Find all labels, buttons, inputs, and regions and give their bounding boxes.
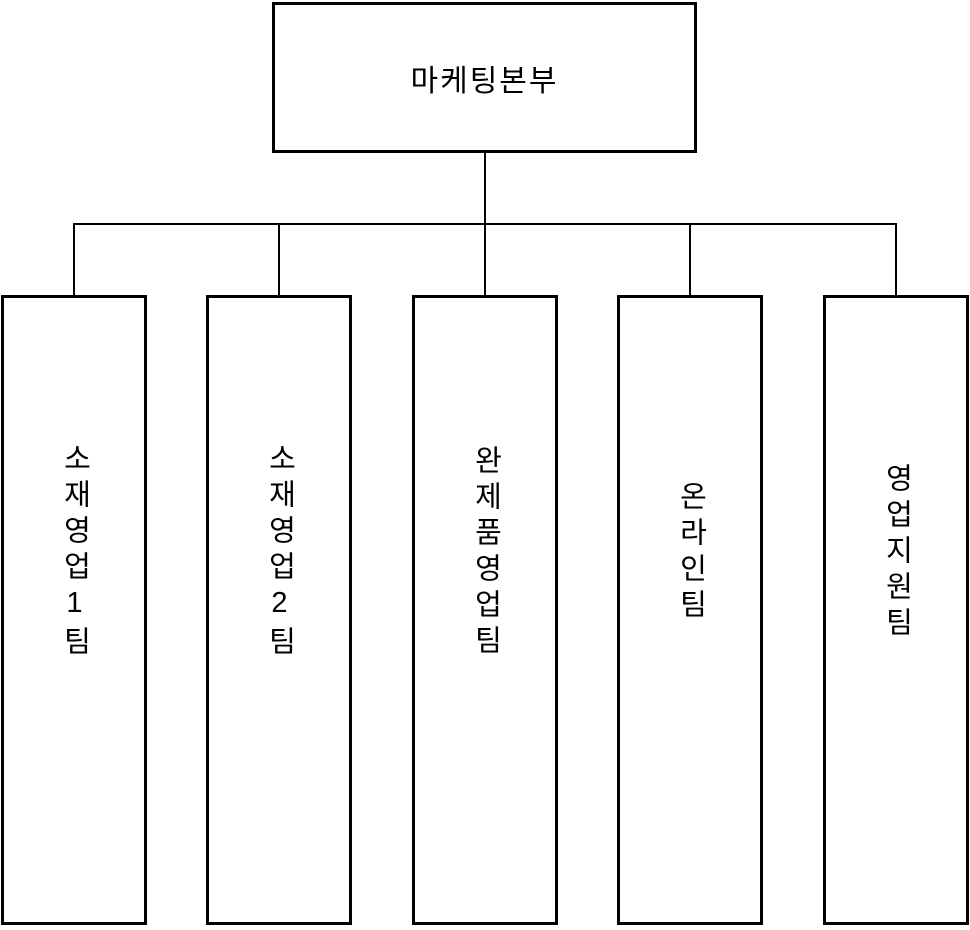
org-node-label: 소재영업1팀 [58,443,91,662]
org-node-label: 완제품영업팀 [469,444,502,661]
org-node-online-team: 온라인팀 [617,295,763,925]
org-node-finished-goods-sales: 완제품영업팀 [412,295,558,925]
org-node-marketing-hq: 마케팅본부 [272,2,697,153]
org-node-sales-support: 영업지원팀 [823,295,969,925]
org-node-label: 마케팅본부 [410,64,559,98]
connector-stub-5 [895,224,897,295]
connector-stub-2 [278,224,280,295]
org-node-material-sales-2: 소재영업2팀 [206,295,352,925]
org-node-label: 온라인팀 [674,480,707,625]
org-node-label: 영업지원팀 [880,462,913,643]
connector-stub-3 [484,224,486,295]
connector-stub-1 [73,224,75,295]
connector-stub-4 [689,224,691,295]
org-node-material-sales-1: 소재영업1팀 [1,295,147,925]
connector-root-drop [484,152,486,224]
org-node-label: 소재영업2팀 [263,443,296,662]
